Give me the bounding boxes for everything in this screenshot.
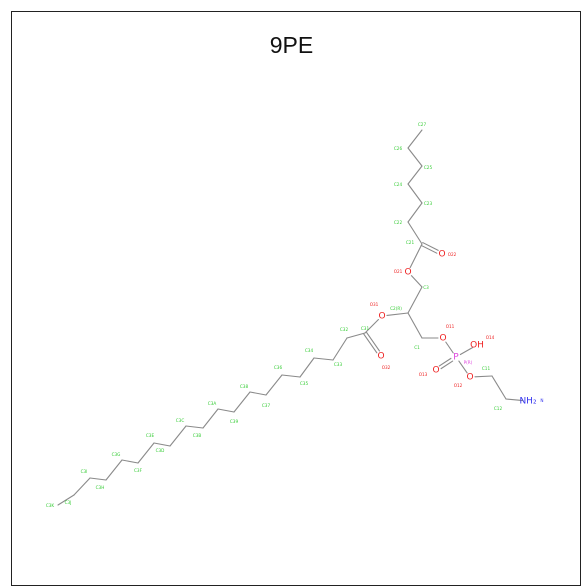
atom-symbol-o13: O bbox=[432, 366, 439, 376]
atom-label-c26: C26 bbox=[394, 146, 403, 151]
atom-label-c11: C11 bbox=[482, 366, 491, 371]
bond-p-o13 bbox=[438, 357, 452, 367]
bond-c3b-c3c bbox=[185, 425, 204, 429]
atom-label-c31: C31 bbox=[361, 326, 370, 331]
atom-symbol-o12: O bbox=[466, 373, 473, 383]
bond-c3-c2 bbox=[407, 286, 423, 314]
bond-c22-c21 bbox=[407, 221, 423, 245]
atom-label-c3c: C3C bbox=[176, 418, 185, 423]
atom-label-c1: C1 bbox=[414, 345, 420, 350]
atom-label-o11: O11 bbox=[446, 324, 455, 329]
bond-c21-o21 bbox=[409, 243, 423, 269]
bond-c3j-c3k bbox=[57, 494, 75, 506]
atom-label-c24: C24 bbox=[394, 182, 403, 187]
atom-label-c3: C3 bbox=[423, 285, 429, 290]
atom-label-c3j: C3J bbox=[65, 500, 72, 505]
atom-symbol-o31: O bbox=[378, 312, 385, 322]
atom-symbol-o14: OH bbox=[470, 341, 484, 351]
bond-o31-c31 bbox=[364, 318, 380, 334]
atom-label-c34: C34 bbox=[305, 348, 314, 353]
atom-label-o12: O12 bbox=[454, 383, 463, 388]
atom-symbol-o32: O bbox=[377, 352, 384, 362]
bond-c31-o32 bbox=[363, 333, 378, 354]
bond-c37-c38 bbox=[249, 391, 267, 396]
bond-c12-n bbox=[505, 398, 524, 402]
atom-label-o22: O22 bbox=[448, 252, 457, 257]
atom-symbol-o21: O bbox=[404, 268, 411, 278]
atom-label-o31: O31 bbox=[370, 302, 379, 307]
bond-c21-o22-second-line bbox=[422, 242, 439, 251]
atom-label-c3f: C3F bbox=[134, 468, 143, 473]
bond-c34-c35 bbox=[299, 357, 315, 378]
atom-label-p: P(R) bbox=[464, 360, 473, 365]
atom-label-c35: C35 bbox=[300, 381, 309, 386]
atom-label-c3e: C3E bbox=[146, 433, 155, 438]
atom-symbol-n: NH₂ bbox=[519, 397, 537, 407]
atom-label-c22: C22 bbox=[394, 220, 403, 225]
bond-c39-c3a bbox=[217, 408, 235, 413]
atom-symbol-o11: O bbox=[439, 334, 446, 344]
bond-c31-c32 bbox=[346, 332, 366, 339]
bond-c26-c25 bbox=[407, 147, 423, 167]
atom-label-c27: C27 bbox=[418, 122, 427, 127]
bond-c27-c26 bbox=[407, 129, 423, 149]
atom-label-c3i: C3I bbox=[81, 469, 88, 474]
bond-c3e-c3f bbox=[137, 442, 155, 464]
bond-c33-c34 bbox=[313, 357, 334, 361]
bond-c11-c12 bbox=[491, 375, 507, 400]
atom-label-c12: C12 bbox=[494, 406, 503, 411]
bond-o11-p bbox=[445, 341, 454, 354]
bond-c36-c37 bbox=[265, 374, 283, 396]
atom-label-c3k: C3K bbox=[46, 503, 55, 508]
atom-label-o13: O13 bbox=[419, 372, 428, 377]
bond-c3h-c3i bbox=[89, 477, 107, 481]
atom-symbol-p: P bbox=[453, 353, 459, 363]
atom-label-o32: O32 bbox=[382, 365, 391, 370]
atom-label-o21: O21 bbox=[394, 269, 403, 274]
bond-o12-c11 bbox=[474, 375, 493, 378]
bond-p-o13-second-line bbox=[440, 360, 454, 370]
bond-c31-o32-second-line bbox=[365, 331, 381, 352]
atom-label-c21: C21 bbox=[406, 240, 415, 245]
bond-c32-c33 bbox=[332, 337, 348, 361]
atom-label-n: N bbox=[540, 398, 543, 403]
atom-label-c39: C39 bbox=[230, 419, 239, 424]
atom-label-c2: C2(R) bbox=[390, 306, 402, 311]
atom-symbol-o22: O bbox=[438, 250, 445, 260]
bond-c3f-c3g bbox=[121, 459, 139, 464]
bond-c2-o31 bbox=[386, 312, 409, 316]
bond-c25-c24 bbox=[407, 165, 423, 185]
bond-c24-c23 bbox=[407, 183, 423, 204]
atom-label-c3h: C3H bbox=[96, 485, 105, 490]
bond-c3d-c3e bbox=[153, 442, 171, 447]
bond-c3c-c3d bbox=[169, 425, 187, 447]
bond-c23-c22 bbox=[407, 202, 423, 223]
bond-p-o14 bbox=[459, 346, 474, 356]
bond-o21-c3 bbox=[410, 275, 423, 288]
bond-p-o12 bbox=[458, 360, 468, 374]
bond-c21-o22 bbox=[420, 244, 438, 254]
atom-label-c33: C33 bbox=[334, 362, 343, 367]
bond-c2-c1 bbox=[407, 312, 423, 339]
atom-label-c36: C36 bbox=[274, 365, 283, 370]
atom-label-c37: C37 bbox=[262, 403, 271, 408]
atom-label-c38: C38 bbox=[240, 384, 249, 389]
bond-c38-c39 bbox=[233, 391, 251, 413]
molecule-title: 9PE bbox=[269, 32, 314, 58]
atom-label-o14: O14 bbox=[486, 335, 495, 340]
atom-label-c32: C32 bbox=[340, 327, 349, 332]
bond-c3i-c3j bbox=[73, 477, 91, 496]
atom-label-c3d: C3D bbox=[156, 448, 165, 453]
atom-label-c25: C25 bbox=[424, 165, 433, 170]
bond-c3g-c3h bbox=[105, 459, 123, 481]
bond-c3a-c3b bbox=[202, 408, 219, 429]
atom-label-c23: C23 bbox=[424, 201, 433, 206]
atom-label-c3a: C3A bbox=[208, 401, 217, 406]
atom-label-c3b: C3B bbox=[193, 433, 202, 438]
bond-c35-c36 bbox=[281, 374, 301, 378]
atom-label-c3g: C3G bbox=[112, 452, 121, 457]
viewer-frame bbox=[11, 11, 581, 586]
